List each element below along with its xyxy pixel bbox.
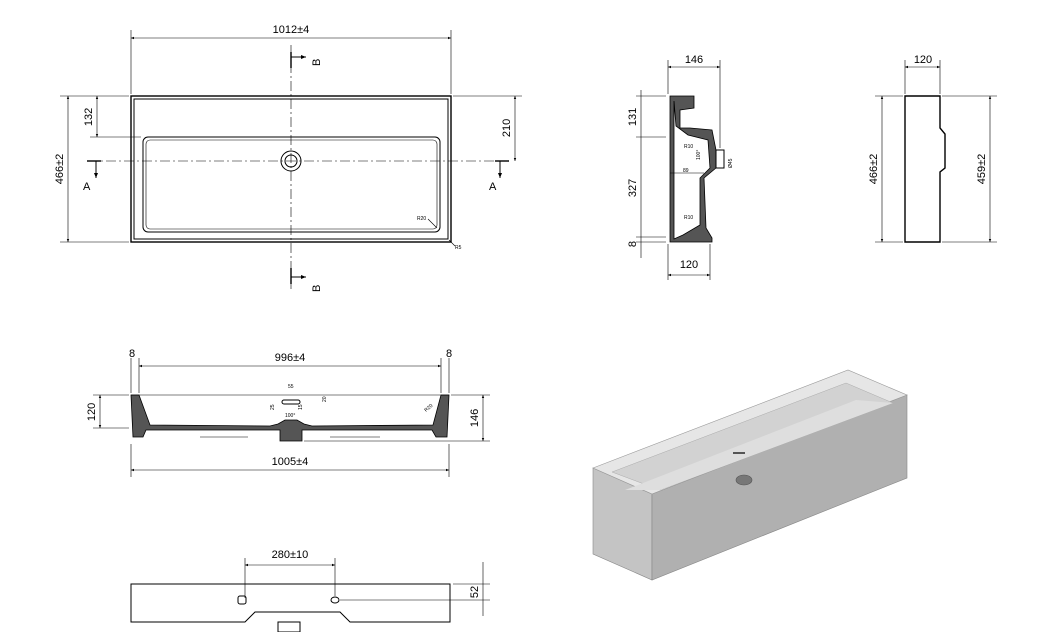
overflow-offset-label: 20 [322,396,328,402]
section-a-upper-height: 131 [627,108,639,126]
dimension-depth-label: 466±2 [54,154,66,185]
section-b-left-wall: 8 [129,348,135,360]
section-a-radius-lower: R10 [684,215,693,221]
outer-radius-label: R5 [455,245,462,251]
basin-radius-label: R20 [417,216,426,222]
side-height-right-label: 459±2 [976,154,988,185]
basin-outline [142,136,441,233]
basin-inner-outline [145,139,438,230]
hole-offset-label: 52 [469,586,481,598]
section-a-view: 146 131 327 8 120 R10 100° Ø45 89 R10 [627,54,734,280]
mounting-hole-right [330,596,340,604]
section-b-right-height: 146 [469,409,481,427]
section-a-bottom-width: 120 [680,259,698,271]
section-a-drain-angle: 100° [696,150,702,160]
section-a-marker-right: A [489,181,497,193]
plan-view: 1012±4 466±2 132 210 R20 R5 B B A A [54,24,522,292]
render-overflow [733,452,745,454]
dimension-width-label: 1012±4 [273,24,310,36]
section-b-bottom-length: 1005±4 [272,456,309,468]
section-b-view: 55 25 15 20 100° R20 996±4 8 8 120 146 1… [86,348,490,477]
section-a-inner-depth: 89 [683,168,689,174]
dimension-back-basin-label: 132 [83,108,95,126]
section-a-base-thickness: 8 [627,241,639,247]
section-b-right-wall: 8 [446,348,452,360]
isometric-render [592,369,908,581]
side-width-label: 120 [914,54,932,66]
section-b-left-height: 120 [86,403,98,421]
section-a-radius-upper: R10 [684,144,693,150]
section-b-corner-radius: R20 [423,403,434,414]
section-b-drain-angle: 100° [285,413,295,419]
side-view: 120 466±2 459±2 [868,54,997,243]
side-outline [904,95,946,243]
bottom-outline [130,583,451,623]
bottom-view: 280±10 52 [130,549,490,632]
drain-outlet [715,149,725,169]
overflow-height-label: 25 [270,404,276,410]
section-a-lower-height: 327 [627,179,639,197]
render-drain [735,474,753,486]
overflow-slot [281,399,301,405]
dimension-back-drain-label: 210 [501,119,513,137]
section-b-inner-length: 996±4 [275,352,306,364]
section-a-top-width: 146 [685,54,703,66]
section-a-drain-diameter: Ø45 [728,158,734,168]
overflow-slot-label: 15 [298,404,304,410]
overflow-width-label: 55 [288,384,294,390]
section-b-marker-top: B [311,59,323,66]
hole-spacing-label: 280±10 [272,549,309,561]
mounting-hole-left [237,595,247,605]
section-b-marker-bottom: B [311,285,323,292]
side-height-left-label: 466±2 [868,154,880,185]
section-a-marker-left: A [83,181,91,193]
